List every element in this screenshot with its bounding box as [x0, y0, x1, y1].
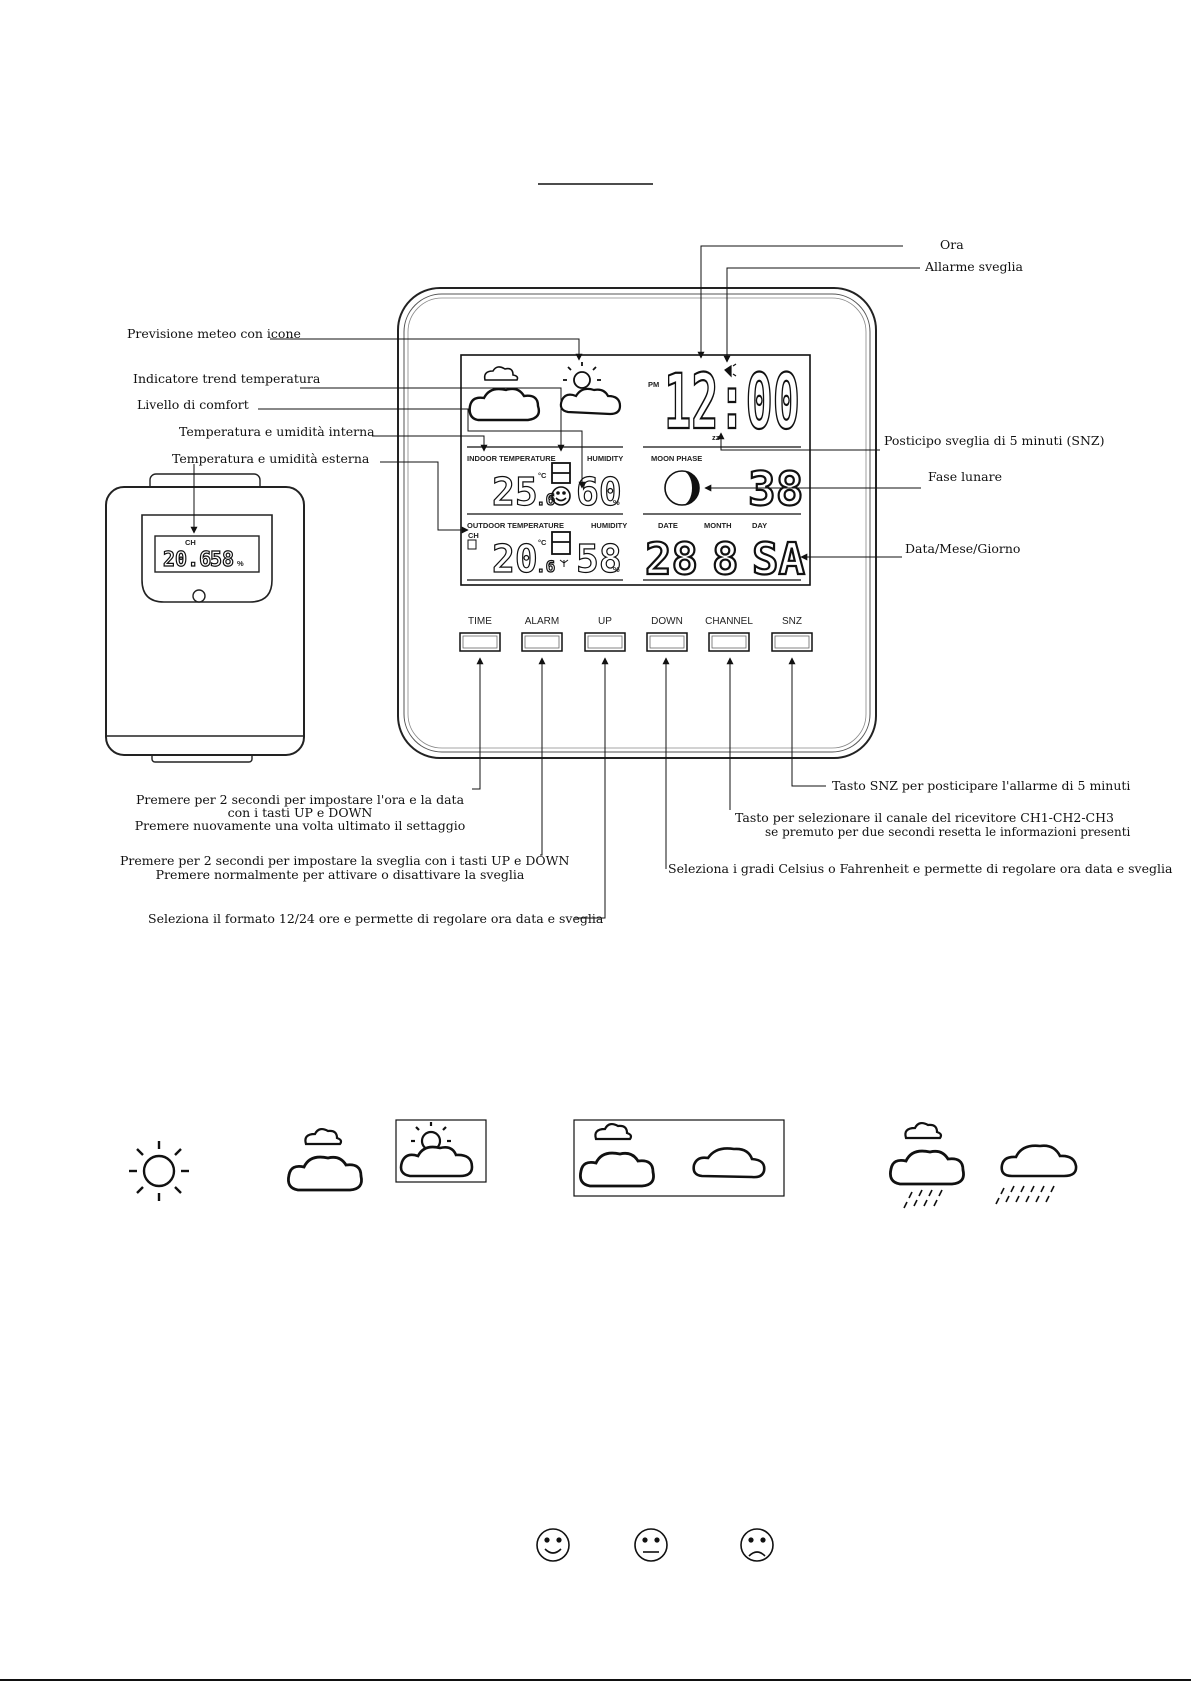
lcd-outdoor-unit: °C [538, 538, 547, 547]
rainy-icon [889, 1121, 965, 1209]
button-down[interactable]: DOWN [646, 616, 688, 652]
button-time[interactable]: TIME [459, 616, 501, 652]
lcd-day-value: SA [752, 534, 805, 585]
lcd-humidity-label-outdoor: HUMIDITY [591, 521, 627, 530]
button-channel-label: CHANNEL [705, 616, 753, 627]
lcd-cloud-icon [468, 387, 541, 422]
button-alarm[interactable]: ALARM [521, 616, 563, 652]
lcd-antenna-icon [559, 559, 569, 567]
lcd-outdoor-trend-icon [551, 531, 571, 555]
lcd-time: 12:00 [664, 357, 800, 446]
overcast-icon [579, 1122, 766, 1188]
lcd-indoor-temp-dec: .6 [536, 490, 555, 509]
label-snz: Posticipo sveglia di 5 minuti (SNZ) [884, 433, 1105, 448]
label-channel-2: se premuto per due secondi resetta le in… [765, 825, 1131, 839]
label-trend: Indicatore trend temperatura [133, 371, 321, 386]
heavy-rain-icon [995, 1144, 1078, 1205]
label-alarm-1: Premere per 2 secondi per impostare la s… [120, 853, 570, 868]
label-channel-1: Tasto per selezionare il canale del rice… [735, 810, 1114, 825]
label-comfort: Livello di comfort [137, 397, 249, 412]
lcd-indoor-pct: % [613, 498, 620, 507]
button-row: TIME ALARM UP DOWN CHANNEL SNZ [459, 616, 813, 652]
forecast-icons [129, 1119, 1078, 1209]
cloudy-frame [573, 1119, 785, 1197]
label-down-key: Seleziona i gradi Celsius o Fahrenheit e… [668, 861, 1173, 876]
label-data: Data/Mese/Giorno [905, 541, 1021, 556]
sensor-humidity: 58 [210, 547, 234, 571]
lcd-humidity-label: HUMIDITY [587, 454, 623, 463]
lcd-comfort-smiley-icon [551, 486, 571, 506]
sunny-icon [129, 1141, 189, 1201]
label-time-3: Premere nuovamente una volta ultimato il… [134, 818, 466, 833]
button-snz[interactable]: SNZ [771, 616, 813, 652]
button-down-label: DOWN [651, 616, 683, 627]
lcd-date-value: 28 [645, 534, 698, 585]
lcd-ch-label: CH [468, 531, 479, 540]
sensor-button[interactable] [192, 589, 206, 603]
button-alarm-label: ALARM [525, 616, 559, 627]
label-time-2: con i tasti UP e DOWN [227, 805, 373, 820]
lcd-display: PM 12:00 zz INDOOR TEMPERATURE HUMIDITY … [460, 354, 811, 586]
lcd-sun-cloud-icon [559, 362, 622, 416]
lcd-outdoor-temp: 20 [492, 537, 538, 581]
lcd-alarm-bell-icon [724, 363, 737, 378]
cloudy-icon [287, 1127, 363, 1192]
label-snz-key: Tasto SNZ per posticipare l'allarme di 5… [832, 778, 1131, 793]
lcd-small-cloud-icon [483, 366, 519, 381]
lcd-indoor-unit: °C [538, 471, 547, 480]
leader-lines [190, 245, 921, 919]
lcd-battery-icon [467, 539, 477, 550]
lcd-indoor-temp: 25 [492, 470, 538, 514]
lcd-moon-value: 38 [748, 462, 803, 516]
lcd-date-label: DATE [658, 521, 678, 530]
remote-sensor: CH 20.6 58 % [105, 473, 305, 763]
lcd-month-value: 8 [712, 534, 739, 585]
lcd-moon-label: MOON PHASE [651, 454, 702, 463]
lcd-indoor-humidity: 60 [576, 470, 622, 514]
lcd-moon-icon [664, 470, 700, 506]
lcd-indoor-label: INDOOR TEMPERATURE [467, 454, 556, 463]
lcd-month-label: MONTH [704, 521, 732, 530]
lcd-outdoor-temp-dec: .6 [536, 557, 555, 576]
label-up-key: Seleziona il formato 12/24 ore e permett… [148, 911, 604, 926]
button-channel[interactable]: CHANNEL [705, 616, 753, 652]
comfort-faces [536, 1528, 774, 1562]
label-fase: Fase lunare [928, 469, 1002, 484]
lcd-snooze-icon: zz [712, 433, 720, 442]
label-esterna: Temperatura e umidità esterna [172, 451, 370, 466]
button-snz-label: SNZ [782, 616, 802, 627]
partly-cloudy-frame [395, 1119, 487, 1183]
button-time-label: TIME [468, 616, 492, 627]
button-up-label: UP [598, 616, 612, 627]
lcd-day-label: DAY [752, 521, 767, 530]
sensor-temp: 20.6 [163, 547, 211, 571]
neutral-face-icon [634, 1528, 668, 1562]
label-interna: Temperatura e umidità interna [179, 424, 375, 439]
lcd-pm: PM [648, 380, 659, 389]
label-ora: Ora [940, 237, 964, 252]
sensor-pct: % [237, 559, 244, 568]
lcd-outdoor-label: OUTDOOR TEMPERATURE [467, 521, 564, 530]
label-previsione: Previsione meteo con icone [127, 326, 301, 341]
sad-face-icon [740, 1528, 774, 1562]
button-up[interactable]: UP [584, 616, 626, 652]
label-alarm-2: Premere normalmente per attivare o disat… [155, 867, 525, 882]
happy-face-icon [536, 1528, 570, 1562]
partly-cloudy-icon [399, 1122, 474, 1178]
sensor-ch-label: CH [185, 538, 196, 547]
label-time-1: Premere per 2 secondi per impostare l'or… [135, 792, 465, 807]
lcd-outdoor-pct: % [613, 565, 620, 574]
lcd-outdoor-humidity: 58 [576, 537, 622, 581]
label-allarme: Allarme sveglia [925, 259, 1023, 274]
